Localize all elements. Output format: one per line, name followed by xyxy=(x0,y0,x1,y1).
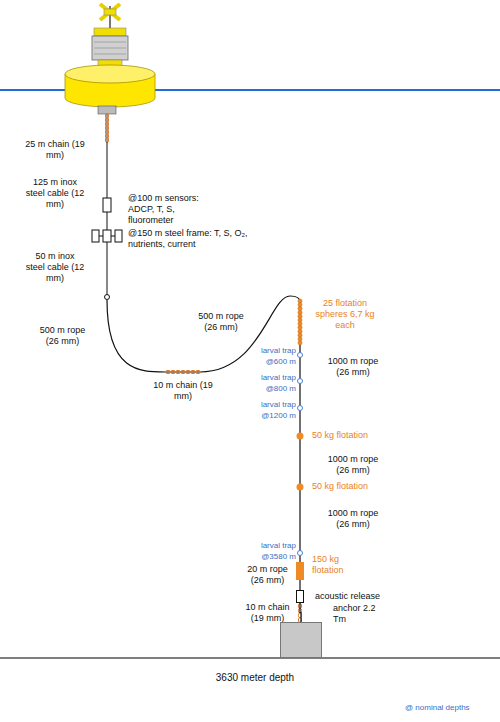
rope xyxy=(107,296,300,372)
part-label: 3630 meter depth xyxy=(200,672,310,683)
part-label: 50 kg flotation xyxy=(312,481,402,492)
part-label: @ nominal depths xyxy=(405,702,493,713)
steel-frame xyxy=(92,230,122,242)
part-label: larval trap @600 m xyxy=(246,345,296,367)
part-label: 500 m rope (26 mm) xyxy=(35,325,90,347)
part-label: @100 m sensors: ADCP, T, S, fluorometer xyxy=(128,193,208,226)
part-label: 10 m chain (19 mm) xyxy=(240,602,295,624)
part-label: larval trap @3580 m xyxy=(243,540,296,562)
node-label: acoustic release xyxy=(315,591,380,602)
part-label: 25 m chain (19 mm) xyxy=(25,139,85,161)
larval-traps xyxy=(298,353,303,556)
part-label: 500 m rope (26 mm) xyxy=(192,311,250,333)
chain-links xyxy=(105,114,108,143)
release-box: acoustic release xyxy=(296,590,304,603)
part-label: larval trap @1200 m xyxy=(246,399,296,421)
part-label: 50 kg flotation xyxy=(312,430,402,441)
node-label: anchor 2.2 Tm xyxy=(333,603,381,625)
part-label: 150 kg flotation xyxy=(312,554,357,576)
part-label: @150 m steel frame: T, S, O₂, nutrients,… xyxy=(128,228,258,250)
part-label: 20 m rope (26 mm) xyxy=(240,564,295,586)
part-label: 50 m inox steel cable (12 mm) xyxy=(25,251,85,284)
part-label: larval trap @800 m xyxy=(246,372,296,394)
chain-links xyxy=(166,370,201,373)
part-label: 1000 m rope (26 mm) xyxy=(322,356,384,378)
sensor-package xyxy=(103,198,111,212)
part-label: 125 m inox steel cable (12 mm) xyxy=(25,177,85,210)
flotation-spheres xyxy=(298,299,302,345)
part-label: 1000 m rope (26 mm) xyxy=(322,508,384,530)
chain-links xyxy=(298,604,301,623)
flotation xyxy=(296,433,304,581)
chain-line xyxy=(300,603,301,622)
part-label: 25 flotation spheres 6,7 kg each xyxy=(314,298,376,331)
sea-floor xyxy=(0,657,500,659)
part-label: 1000 m rope (26 mm) xyxy=(322,454,384,476)
rope xyxy=(299,302,300,590)
anchor-block: anchor 2.2 Tm xyxy=(280,622,322,658)
part-label: 10 m chain (19 mm) xyxy=(153,380,213,402)
steel-cable xyxy=(107,142,108,297)
shackle xyxy=(105,295,110,300)
buoy xyxy=(65,4,155,114)
